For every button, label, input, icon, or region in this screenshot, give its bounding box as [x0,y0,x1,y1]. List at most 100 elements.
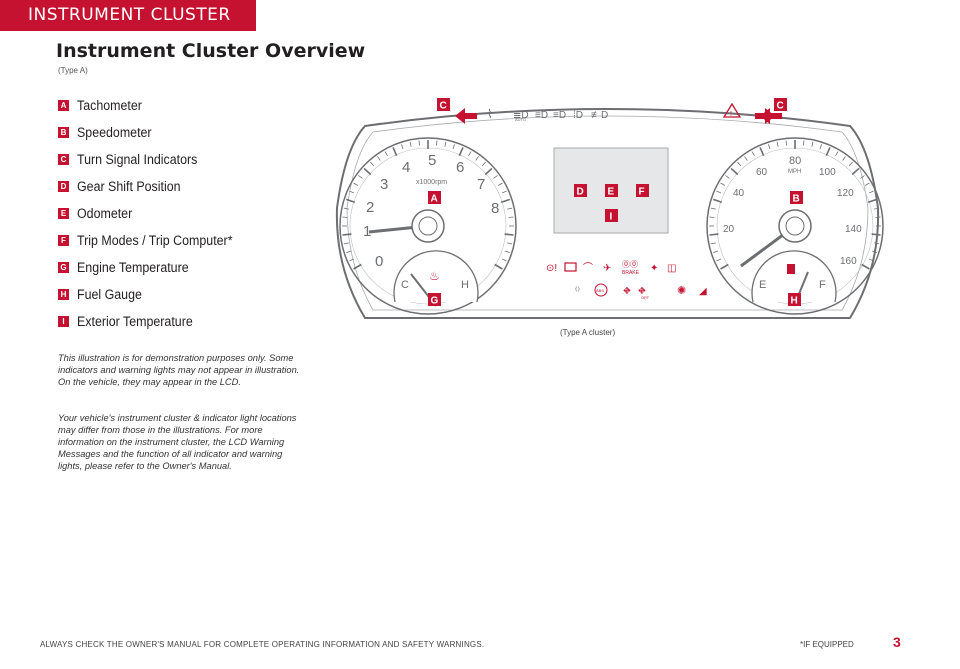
gauge-tick [720,182,726,186]
gauge-tick [353,182,359,186]
instrument-cluster-illustration: 0 1 2 3 4 5 6 7 8 x1000rpm C H ♨ 20 40 6… [325,88,890,333]
gauge-tick [500,198,511,203]
gauge-tick [871,250,877,253]
tach-tick-label: 5 [428,152,436,169]
gauge-tick [710,242,716,245]
gauge-tick [776,141,779,147]
gauge-tick [709,233,719,236]
speed-tick-marks [709,140,881,270]
gauge-tick [343,242,349,245]
speed-tick-label: 80 [789,155,801,167]
gauge-tick [392,147,398,156]
gauge-tick [401,144,404,150]
legend-label: Speedometer [77,125,152,140]
gauge-tick [349,258,355,262]
gauge-tick [874,207,880,210]
legend-badge: A [58,100,69,111]
tach-hub [411,209,445,243]
speed-tick-label: 140 [845,224,862,235]
temp-cold-label: C [401,279,409,291]
speed-hub [778,209,812,243]
top-indicator-strip: ⌇ ≣D AUTO ≡D ≡D ⁞D ≢D ! [487,102,742,122]
cluster-inner-outline [346,115,869,311]
gauge-tick [811,141,814,147]
brake-label: BRAKE [622,270,640,276]
gauge-tick [481,161,486,167]
gauge-tick [825,147,831,156]
washer-icon: ⌇ [487,107,493,121]
legend-label: Trip Modes / Trip Computer* [77,233,233,248]
gauge-tick [468,151,472,157]
gauge-tick [346,250,352,253]
callout-f [636,184,649,197]
gauge-tick [507,242,513,245]
gauge-tick [720,263,729,270]
fuel-pump-icon [787,264,795,274]
speed-tick-label: 40 [733,188,745,199]
legend-badge: G [58,262,69,273]
speed-tick-label: 120 [837,188,854,199]
callout-c-right-letter: C [777,101,784,112]
gauge-tick [716,190,722,194]
page-number: 3 [893,634,901,650]
tach-tick-label: 1 [363,223,371,240]
callout-c-right [774,98,787,111]
gauge-tick [501,190,507,194]
footer-warning: ALWAYS CHECK THE OWNER'S MANUAL FOR COMP… [40,640,485,649]
tach-tick-label: 2 [366,199,374,216]
tach-tick-marks [342,140,514,270]
gauge-tick [860,175,865,179]
callout-i-letter: I [610,212,613,223]
callout-d-letter: D [577,187,584,198]
gauge-tick [497,182,503,186]
gauge-tick [875,216,881,218]
gauge-tick [353,263,362,270]
callout-b [790,191,803,204]
callout-d [574,184,587,197]
gauge-tick [737,161,742,167]
gauge-tick [458,147,464,156]
legend-badge: E [58,208,69,219]
callout-c-left [437,98,450,111]
tachometer-gauge: 0 1 2 3 4 5 6 7 8 x1000rpm C H ♨ [339,137,517,315]
temp-hot-label: H [461,279,469,291]
callout-h [788,293,801,306]
gauge-tick [861,263,870,270]
gauge-tick [436,140,438,146]
legend-item: E Odometer [58,200,318,227]
fuel-full-label: F [819,279,826,291]
speed-tick-label: 100 [819,167,836,178]
cluster-caption: (Type A cluster) [560,328,616,337]
gauge-tick [493,175,498,179]
callout-i [605,209,618,222]
section-tab: INSTRUMENT CLUSTER [0,0,256,31]
gauge-tick [768,144,771,150]
gauge-tick [409,141,412,147]
seatbelt-icon: ✦ [650,263,658,274]
disclaimer-note: This illustration is for demonstration p… [58,353,300,387]
gauge-tick [871,233,881,236]
tach-unit: x1000rpm [416,179,447,186]
gauge-tick [751,151,755,157]
callout-e [605,184,618,197]
gauge-tick [709,216,715,218]
gauge-tick [819,144,822,150]
rear-fog-icon: ≢D [591,110,608,121]
door-open-icon: ⁽⁾ [575,286,580,297]
gauge-tick [874,242,880,245]
headlight-icon: ≡D [553,110,566,121]
gauge-tick [475,156,479,161]
speed-tick-label: 60 [756,167,768,178]
tach-tick-label: 6 [456,159,464,176]
legend-label: Odometer [77,206,133,221]
callout-g-letter: G [431,296,439,307]
gauge-tick [842,156,846,161]
callout-f-letter: F [639,187,645,198]
page-title: Instrument Cluster Overview [56,40,366,62]
abs-label: ABS [596,288,604,293]
